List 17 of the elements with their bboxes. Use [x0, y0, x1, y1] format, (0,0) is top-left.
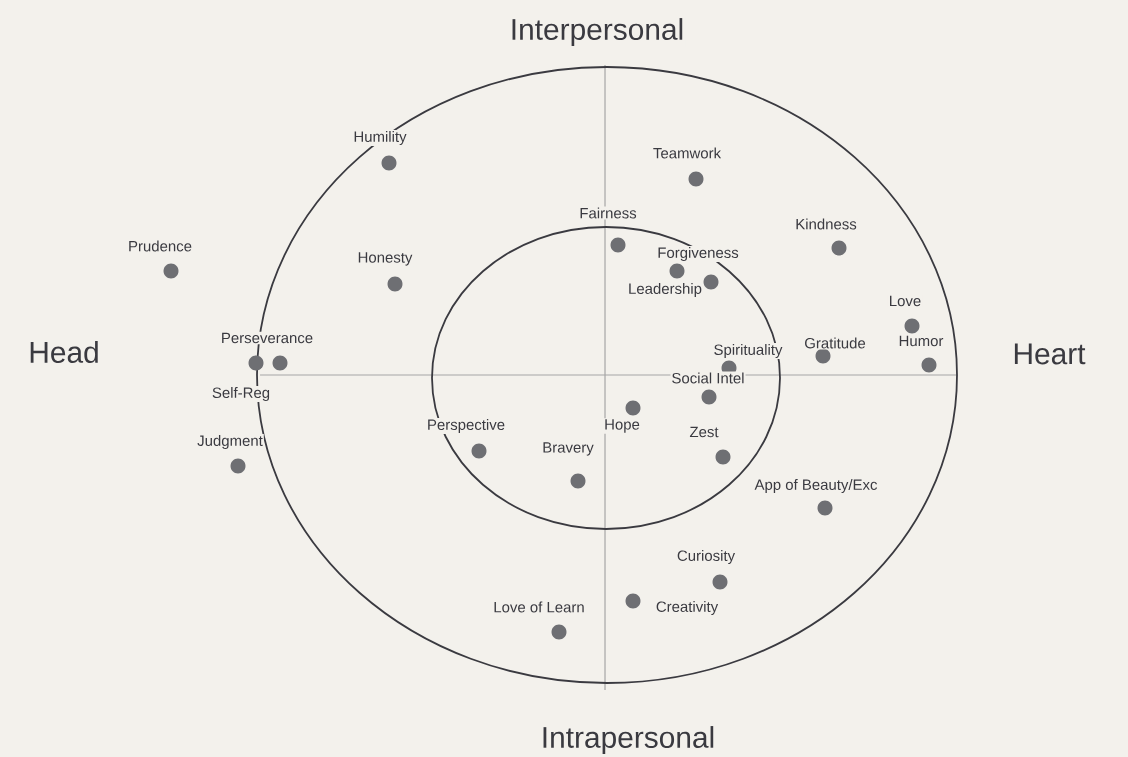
axis-title: Intrapersonal	[539, 725, 717, 755]
axis-title: Heart	[1011, 342, 1087, 366]
strength-label: Humility	[352, 130, 408, 146]
strength-label: Hope	[603, 418, 641, 434]
strength-label: Forgiveness	[656, 246, 740, 262]
strength-label: Self-Reg	[210, 386, 272, 402]
strength-label: Judgment	[196, 434, 264, 450]
axis-title: Interpersonal	[508, 17, 686, 47]
strength-label: Honesty	[356, 251, 414, 267]
strength-label: Spirituality	[712, 343, 784, 359]
strength-label: App of Beauty/Exc	[753, 478, 879, 494]
axis-title: Head	[27, 340, 101, 364]
strength-label: Curiosity	[675, 549, 737, 565]
strength-label: Leadership	[627, 282, 703, 298]
strength-label: Creativity	[654, 600, 720, 616]
strength-label: Perspective	[425, 418, 507, 434]
strength-label: Bravery	[541, 441, 595, 457]
